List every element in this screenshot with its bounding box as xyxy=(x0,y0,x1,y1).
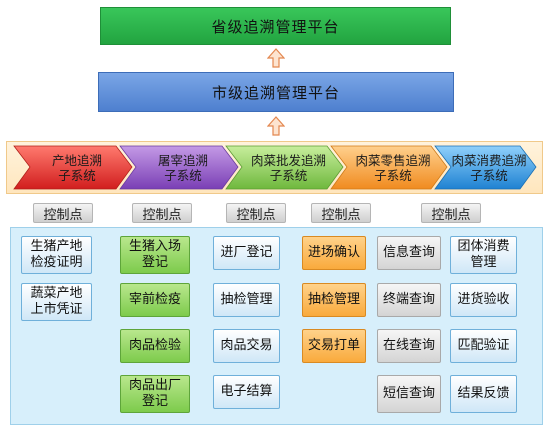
subsystem-retail-label: 肉菜零售追溯 子系统 xyxy=(355,152,431,183)
origin-item: 生猪产地 检疫证明 xyxy=(21,236,92,274)
slaughter-item: 肉品检验 xyxy=(120,329,190,363)
wholesale-item: 肉品交易 xyxy=(213,329,280,363)
control-point-consumption: 控制点 xyxy=(421,203,481,223)
subsystem-origin-label: 产地追溯 子系统 xyxy=(51,152,102,183)
query-item: 在线查询 xyxy=(377,329,441,363)
consumption-item: 进货验收 xyxy=(450,283,517,317)
subsystem-wholesale-chevron xyxy=(225,145,344,190)
city-platform-label: 市级追溯管理平台 xyxy=(211,83,340,102)
retail-item: 进场确认 xyxy=(302,236,366,270)
subsystem-origin-chevron xyxy=(13,145,133,190)
control-point-origin: 控制点 xyxy=(33,203,93,223)
slaughter-item: 生猪入场 登记 xyxy=(120,236,190,274)
consumption-item: 匹配验证 xyxy=(450,329,517,363)
control-point-wholesale: 控制点 xyxy=(226,203,286,223)
province-platform-label: 省级追溯管理平台 xyxy=(211,17,340,36)
slaughter-item: 肉品出厂 登记 xyxy=(120,375,190,413)
slaughter-item: 宰前检疫 xyxy=(120,283,190,317)
consumption-item: 团体消费 管理 xyxy=(450,236,517,274)
subsystem-slaughter-chevron xyxy=(119,145,239,190)
retail-item: 抽检管理 xyxy=(302,283,366,317)
retail-item: 交易打单 xyxy=(302,329,366,363)
province-platform-box: 省级追溯管理平台 xyxy=(100,7,451,45)
consumption-item: 结果反馈 xyxy=(450,375,517,413)
subsystem-wholesale-label: 肉菜批发追溯 子系统 xyxy=(250,152,326,183)
origin-item: 蔬菜产地 上市凭证 xyxy=(21,283,92,321)
query-item: 终端查询 xyxy=(377,283,441,317)
query-item: 短信查询 xyxy=(377,375,441,413)
wholesale-item: 进厂登记 xyxy=(213,236,280,270)
subsystem-retail-chevron xyxy=(330,145,448,190)
wholesale-item: 抽检管理 xyxy=(213,283,280,317)
up-arrow-icon xyxy=(267,116,285,136)
wholesale-item: 电子结算 xyxy=(213,375,280,409)
up-arrow-icon xyxy=(267,48,285,68)
city-platform-box: 市级追溯管理平台 xyxy=(98,72,454,112)
subsystem-consumption-label: 肉菜消费追溯 子系统 xyxy=(451,152,527,183)
control-point-slaughter: 控制点 xyxy=(132,203,192,223)
control-point-retail: 控制点 xyxy=(311,203,371,223)
subsystem-consumption-chevron xyxy=(434,145,537,190)
query-item: 信息查询 xyxy=(377,236,441,270)
subsystem-slaughter-label: 屠宰追溯 子系统 xyxy=(157,152,208,183)
